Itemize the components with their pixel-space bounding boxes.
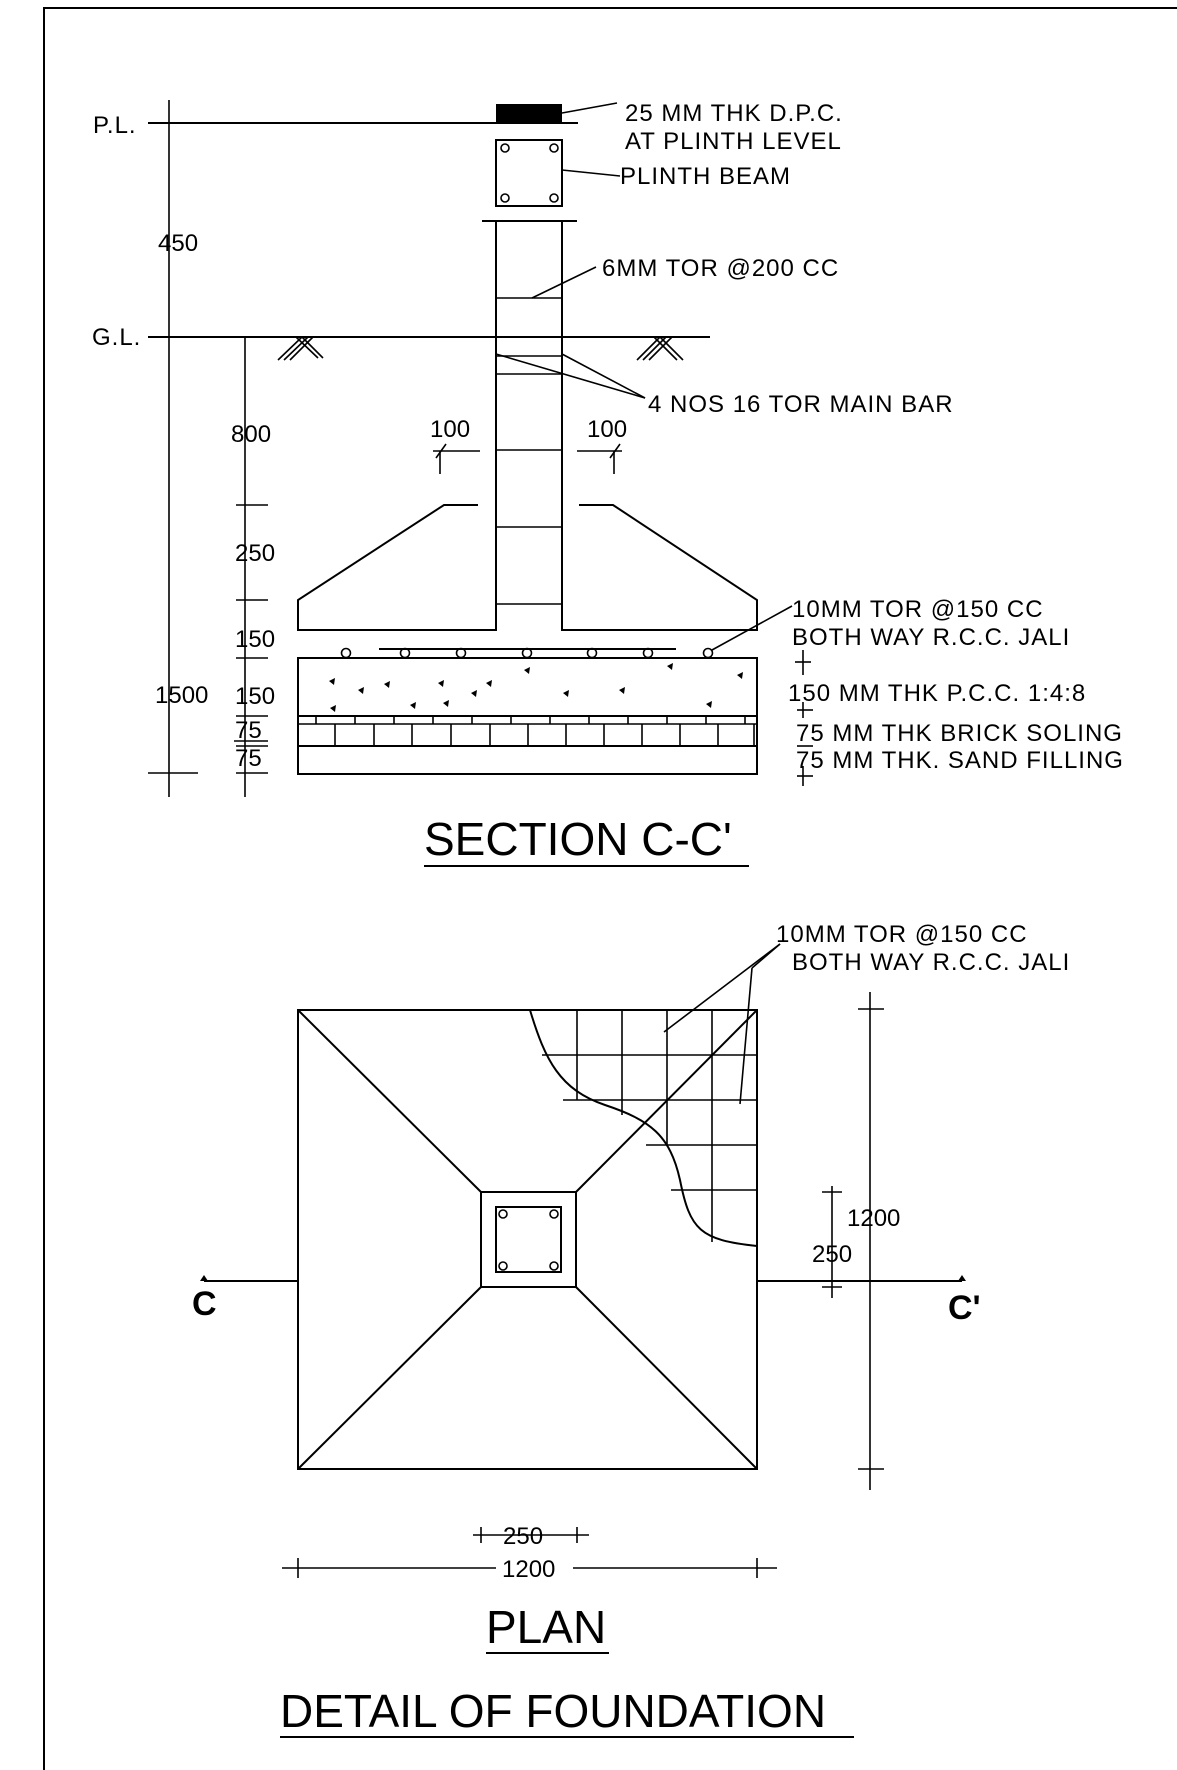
svg-text:100: 100 [587,416,627,443]
ties-label: 6MM TOR @200 CC [602,255,839,282]
svg-text:1200: 1200 [502,1556,555,1583]
plinth-beam-bars [500,143,559,203]
dim-100-right [577,443,622,474]
brick-joints [315,716,755,746]
plan-column [495,1206,562,1273]
earth-hatch-right [636,336,684,361]
sand-filling [297,745,758,775]
main-title: DETAIL OF FOUNDATION [280,1685,826,1737]
plan-jali-grid [542,1010,757,1242]
dpc-label-1: 25 MM THK D.P.C. [625,100,843,127]
svg-text:100: 100 [430,416,470,443]
plan-break-line [529,1009,758,1247]
plinth-beam [495,139,563,207]
pcc-aggregate [329,663,743,712]
dpc-label-2: AT PLINTH LEVEL [625,128,842,155]
svg-text:150: 150 [235,626,275,653]
svg-text:250: 250 [503,1523,543,1550]
soling-label: 75 MM THK BRICK SOLING [796,720,1123,747]
section-view: P.L. G.L. 25 MM THK D.P.C. AT PLINTH LEV… [92,100,1124,867]
jali-label-2: BOTH WAY R.C.C. JALI [792,624,1070,651]
plan-slope-lines [297,1009,758,1470]
plinth-level-label: P.L. [93,112,137,139]
plan-title: PLAN [486,1601,606,1653]
column-ties [496,297,562,605]
svg-text:800: 800 [231,421,271,448]
main-bar-label: 4 NOS 16 TOR MAIN BAR [648,391,954,418]
sheet-border [43,7,1177,1770]
ground-level-label: G.L. [92,324,141,351]
plan-pedestal [480,1191,577,1288]
plan-view: 10MM TOR @150 CC BOTH WAY R.C.C. JALI C … [192,921,1070,1654]
svg-text:1200: 1200 [847,1205,900,1232]
pcc-label: 150 MM THK P.C.C. 1:4:8 [788,680,1086,707]
svg-text:150: 150 [235,683,275,710]
section-mark-right: C' [948,1289,981,1327]
plan-footing [297,1009,758,1470]
section-mark-left: C [192,1285,217,1323]
svg-text:250: 250 [235,540,275,567]
plan-column-bars [498,1209,559,1271]
dim-100-left [433,443,480,474]
plan-jali-label-2: BOTH WAY R.C.C. JALI [792,949,1070,976]
right-dim-ticks [795,650,813,786]
svg-text:1500: 1500 [155,682,208,709]
plan-jali-label-1: 10MM TOR @150 CC [776,921,1028,948]
svg-text:75: 75 [235,717,262,744]
svg-text:450: 450 [158,230,198,257]
svg-text:75: 75 [235,745,262,772]
svg-text:250: 250 [812,1241,852,1268]
plinth-beam-label: PLINTH BEAM [620,163,791,190]
jali-label-1: 10MM TOR @150 CC [792,596,1044,623]
section-title: SECTION C-C' [424,813,732,865]
footing-outline [297,504,758,631]
dpc-layer [496,104,562,124]
earth-hatch-left [277,336,324,361]
sand-label: 75 MM THK. SAND FILLING [796,747,1124,774]
pcc-layer [297,657,758,717]
